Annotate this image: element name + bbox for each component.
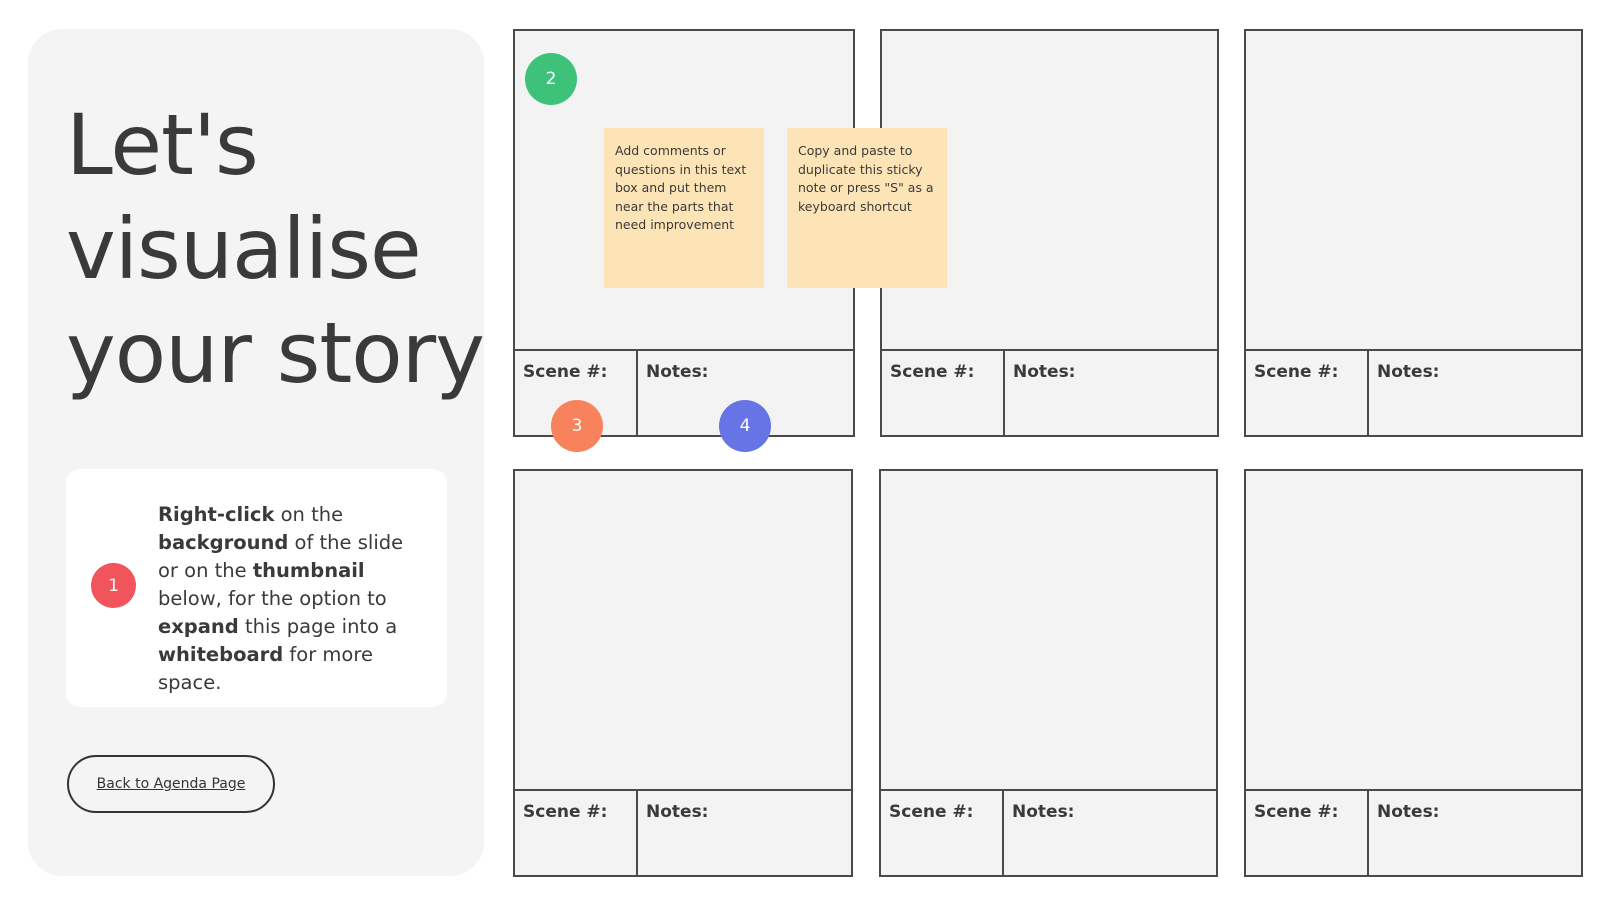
scene-number-cell[interactable]: [515, 351, 638, 435]
sticky-note-comments[interactable]: Add comments or questions in this text b…: [604, 128, 764, 288]
instruction-fragment: below, for the option to: [158, 587, 387, 610]
notes-label: Notes:: [1377, 802, 1440, 822]
instruction-bold-background: background: [158, 531, 289, 554]
frame-canvas[interactable]: [515, 471, 851, 791]
storyboard-frame-3[interactable]: Scene #: Notes:: [1244, 29, 1583, 437]
notes-label: Notes:: [1013, 362, 1076, 382]
frame-canvas[interactable]: [882, 31, 1217, 351]
instruction-bold-right-click: Right-click: [158, 503, 275, 526]
instruction-fragment: this page into a: [238, 615, 398, 638]
scene-label: Scene #:: [1254, 802, 1339, 822]
instruction-bold-expand: expand: [158, 615, 239, 638]
notes-label: Notes:: [646, 362, 709, 382]
instruction-bold-thumbnail: thumbnail: [252, 559, 365, 582]
storyboard-frame-6[interactable]: Scene #: Notes:: [1244, 469, 1583, 877]
instruction-text: Right-click on the background of the sli…: [158, 501, 428, 697]
scene-label: Scene #:: [1254, 362, 1339, 382]
scene-label: Scene #:: [523, 362, 608, 382]
scene-number-cell[interactable]: [881, 791, 1004, 875]
frame-canvas[interactable]: [1246, 471, 1581, 791]
scene-label: Scene #:: [523, 802, 608, 822]
step-marker-4: 4: [719, 400, 771, 452]
instruction-fragment: of the slide or on the: [158, 531, 404, 582]
notes-label: Notes:: [1377, 362, 1440, 382]
title-line-3: your story: [66, 304, 485, 402]
instruction-bold-whiteboard: whiteboard: [158, 643, 284, 666]
notes-label: Notes:: [1012, 802, 1075, 822]
storyboard-frame-5[interactable]: Scene #: Notes:: [879, 469, 1218, 877]
scene-number-cell[interactable]: [515, 791, 638, 875]
step-marker-2: 2: [525, 53, 577, 105]
scene-number-cell[interactable]: [1246, 351, 1369, 435]
scene-number-cell[interactable]: [882, 351, 1005, 435]
frame-canvas[interactable]: [515, 31, 853, 351]
intro-panel: Let's visualise your story 1 Right-click…: [28, 29, 485, 876]
step-marker-3: 3: [551, 400, 603, 452]
back-to-agenda-button[interactable]: Back to Agenda Page: [67, 755, 275, 813]
title-line-2: visualise: [66, 200, 422, 298]
frame-canvas[interactable]: [881, 471, 1216, 791]
scene-number-cell[interactable]: [1246, 791, 1369, 875]
page-title: Let's visualise your story: [66, 93, 485, 405]
storyboard-frame-4[interactable]: Scene #: Notes:: [513, 469, 853, 877]
title-line-1: Let's: [66, 96, 259, 194]
instruction-card: 1 Right-click on the background of the s…: [66, 469, 447, 707]
instruction-fragment: for more space.: [158, 643, 373, 694]
step-marker-1: 1: [91, 563, 136, 608]
scene-label: Scene #:: [889, 802, 974, 822]
scene-label: Scene #:: [890, 362, 975, 382]
sticky-note-duplicate[interactable]: Copy and paste to duplicate this sticky …: [787, 128, 947, 288]
frame-canvas[interactable]: [1246, 31, 1581, 351]
notes-label: Notes:: [646, 802, 709, 822]
instruction-fragment: on the: [274, 503, 344, 526]
